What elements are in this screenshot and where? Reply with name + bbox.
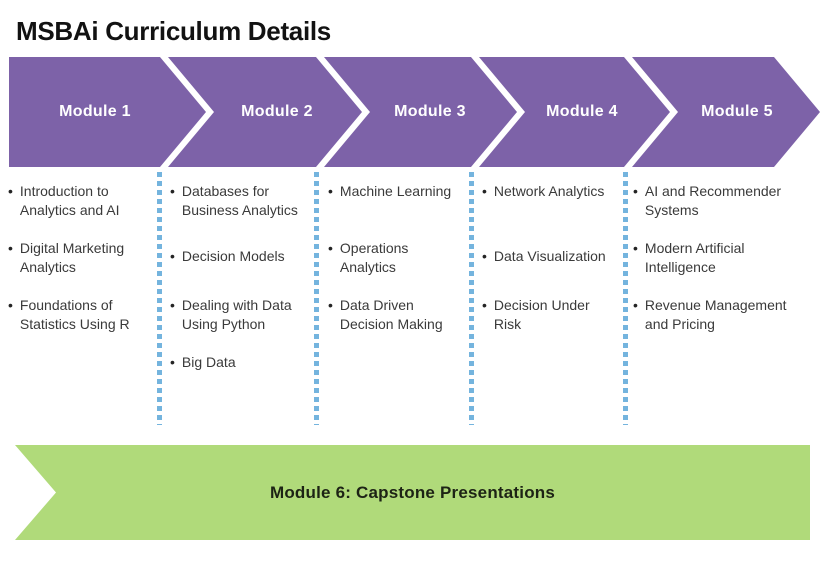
bullet-icon: •: [482, 297, 487, 313]
page-title: MSBAi Curriculum Details: [16, 16, 331, 46]
course-item: • Modern Artificial Intelligence: [633, 239, 818, 296]
module-5-course-list: • AI and Recommender Systems • Modern Ar…: [633, 182, 818, 353]
bullet-icon: •: [170, 183, 175, 199]
course-label: Big Data: [181, 354, 236, 370]
bullet-icon: •: [328, 297, 333, 313]
column-divider: [157, 172, 162, 425]
course-label: Introduction to Analytics and AI: [19, 183, 120, 218]
bullet-icon: •: [482, 248, 487, 264]
module-5-chevron: [632, 57, 820, 167]
course-label: Modern Artificial Intelligence: [644, 240, 745, 275]
module-arrow-band: [9, 57, 820, 167]
module-1-chevron: [9, 57, 206, 167]
course-item: • Decision Models: [170, 239, 312, 296]
column-divider: [623, 172, 628, 425]
course-label: Decision Under Risk: [493, 297, 590, 332]
bullet-icon: •: [8, 297, 13, 313]
course-label: Databases for Business Analytics: [181, 183, 298, 218]
course-item: • Big Data: [170, 353, 312, 410]
course-item: • Dealing with Data Using Python: [170, 296, 312, 353]
course-item: • Revenue Management and Pricing: [633, 296, 818, 353]
course-label: Network Analytics: [493, 183, 605, 199]
bullet-icon: •: [328, 240, 333, 256]
course-item: • Introduction to Analytics and AI: [8, 182, 153, 239]
course-label: Machine Learning: [339, 183, 452, 199]
bullet-icon: •: [482, 183, 487, 199]
module-2-label: Module 2: [241, 103, 313, 120]
course-label: Dealing with Data Using Python: [181, 297, 292, 332]
bullet-icon: •: [170, 354, 175, 370]
capstone-banner-label: Module 6: Capstone Presentations: [269, 482, 556, 502]
module-3-label: Module 3: [394, 103, 466, 120]
bullet-icon: •: [633, 297, 638, 313]
module-2-course-list: • Databases for Business Analytics • Dec…: [170, 182, 312, 410]
bullet-icon: •: [8, 183, 13, 199]
course-label: AI and Recommender Systems: [644, 183, 782, 218]
module-1-label: Module 1: [59, 103, 131, 120]
capstone-banner: Module 6: Capstone Presentations: [15, 445, 810, 540]
course-item: • Operations Analytics: [328, 239, 466, 296]
module-5-label: Module 5: [701, 103, 773, 120]
course-item: • Databases for Business Analytics: [170, 182, 312, 239]
course-label: Operations Analytics: [339, 240, 409, 275]
module-3-chevron: [324, 57, 517, 167]
course-label: Decision Models: [181, 248, 285, 264]
bullet-icon: •: [633, 183, 638, 199]
module-2-chevron: [168, 57, 362, 167]
module-4-chevron: [479, 57, 670, 167]
bullet-icon: •: [170, 248, 175, 264]
module-1-course-list: • Introduction to Analytics and AI • Dig…: [8, 182, 153, 353]
bullet-icon: •: [8, 240, 13, 256]
course-label: Foundations of Statistics Using R: [19, 297, 130, 332]
course-item: • Machine Learning: [328, 182, 466, 239]
column-divider: [469, 172, 474, 425]
bullet-icon: •: [328, 183, 333, 199]
course-label: Data Visualization: [493, 248, 606, 264]
course-label: Revenue Management and Pricing: [644, 297, 787, 332]
course-item: • Foundations of Statistics Using R: [8, 296, 153, 353]
column-divider: [314, 172, 319, 425]
course-item: • Network Analytics: [482, 182, 620, 239]
bullet-icon: •: [170, 297, 175, 313]
course-item: • AI and Recommender Systems: [633, 182, 818, 239]
module-4-label: Module 4: [546, 103, 618, 120]
course-item: • Decision Under Risk: [482, 296, 620, 353]
course-label: Data Driven Decision Making: [339, 297, 443, 332]
bullet-icon: •: [633, 240, 638, 256]
course-item: • Digital Marketing Analytics: [8, 239, 153, 296]
module-4-course-list: • Network Analytics • Data Visualization…: [482, 182, 620, 353]
module-3-course-list: • Machine Learning • Operations Analytic…: [328, 182, 466, 353]
course-label: Digital Marketing Analytics: [19, 240, 125, 275]
course-item: • Data Driven Decision Making: [328, 296, 466, 353]
course-item: • Data Visualization: [482, 239, 620, 296]
